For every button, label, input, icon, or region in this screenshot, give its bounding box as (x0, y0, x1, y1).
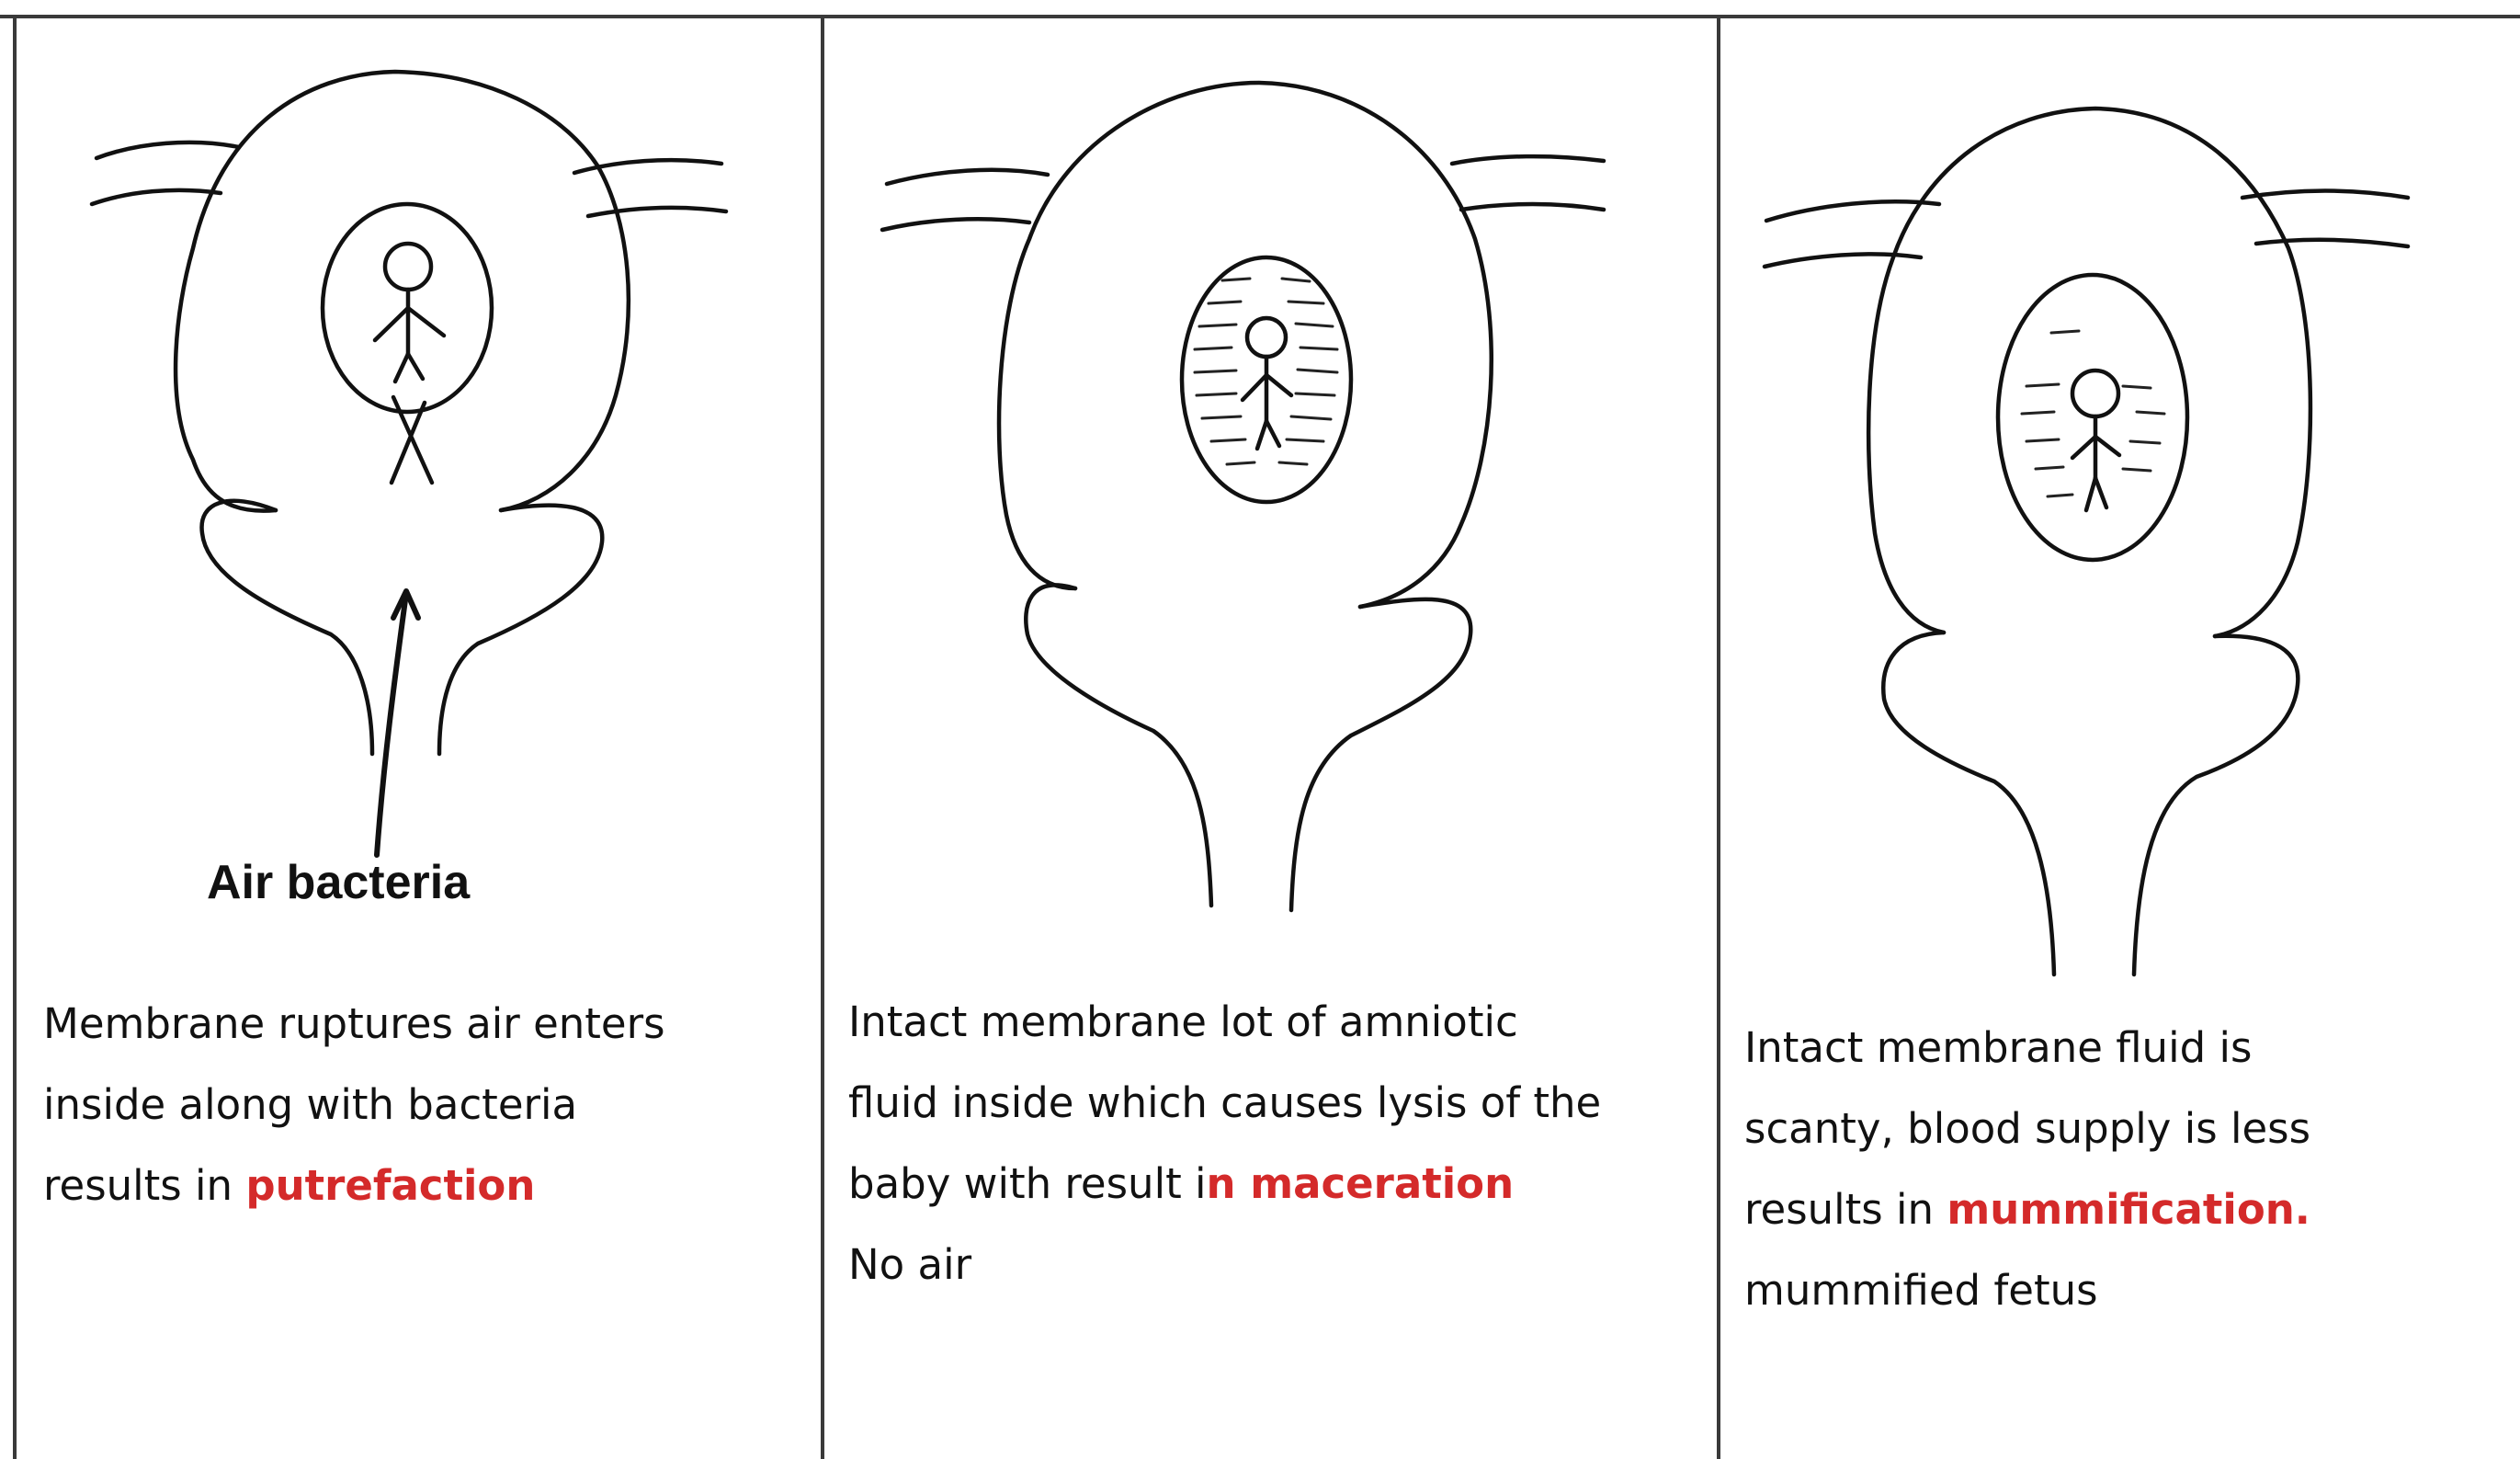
caption-line: Intact membrane fluid is (1744, 1008, 2310, 1089)
caption-line-mummified-fetus: mummified fetus (1744, 1250, 2310, 1331)
highlight-mummification: mummification. (1947, 1185, 2310, 1234)
fetus-figure-2 (1243, 318, 1291, 449)
caption-line: results in putrefaction (43, 1146, 665, 1226)
caption-maceration: Intact membrane lot of amniotic fluid in… (848, 982, 1601, 1305)
uterus-mummification (1765, 108, 2408, 975)
caption-line: results in mummification. (1744, 1169, 2310, 1250)
caption-mummification: Intact membrane fluid is scanty, blood s… (1744, 1008, 2310, 1331)
caption-line: scanty, blood supply is less (1744, 1089, 2310, 1169)
air-bacteria-arrow (377, 591, 418, 855)
caption-line: fluid inside which causes lysis of the (848, 1063, 1601, 1144)
caption-text: baby with result i (848, 1159, 1207, 1208)
caption-line: baby with result in maceration (848, 1144, 1601, 1225)
fetus-figure-1 (375, 244, 444, 382)
caption-line: Membrane ruptures air enters (43, 984, 665, 1065)
highlight-putrefaction: putrefaction (245, 1161, 535, 1210)
caption-text: results in (1744, 1185, 1947, 1234)
highlight-maceration: n maceration (1207, 1159, 1515, 1208)
amniotic-fluid-hatching-3 (2022, 331, 2164, 496)
fetus-figure-3 (2072, 370, 2119, 510)
caption-putrefaction: Membrane ruptures air enters inside alon… (43, 984, 665, 1226)
caption-line: Intact membrane lot of amniotic (848, 982, 1601, 1063)
caption-line-no-air: No air (848, 1225, 1601, 1305)
caption-line: inside along with bacteria (43, 1065, 665, 1146)
caption-text: results in (43, 1161, 245, 1210)
air-bacteria-label: Air bacteria (207, 855, 470, 910)
